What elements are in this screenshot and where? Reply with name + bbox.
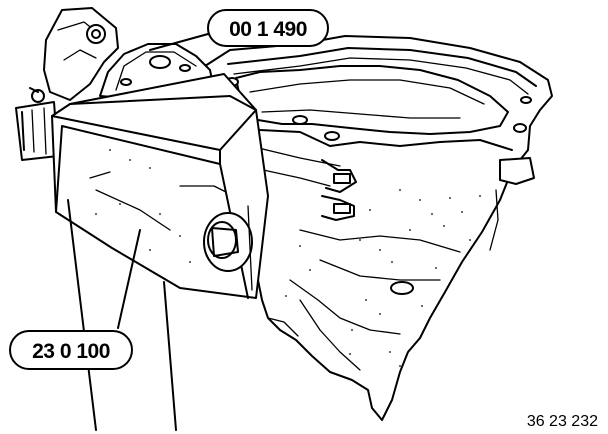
callout-top: 00 1 490: [207, 9, 329, 47]
figure-number: 36 23 232: [527, 413, 598, 430]
callout-left-label: 23 0 100: [32, 340, 110, 363]
surface-shading: [285, 189, 481, 367]
gearbox-housing: [204, 35, 553, 421]
callout-top-label: 00 1 490: [229, 18, 307, 41]
leader-lines: [67, 33, 209, 431]
holding-fixture-arm: [51, 73, 269, 299]
holding-fixture-base: [29, 7, 119, 103]
callout-left: 23 0 100: [9, 330, 133, 370]
mounting-rail: [15, 101, 59, 161]
